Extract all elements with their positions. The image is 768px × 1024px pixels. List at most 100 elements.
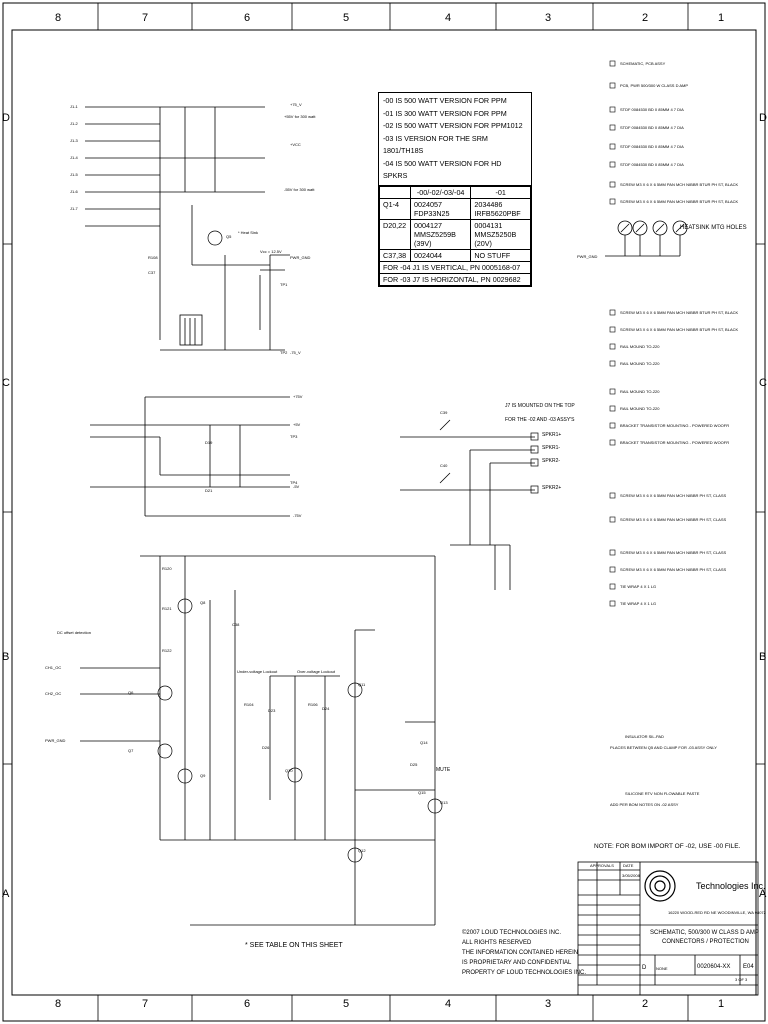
component-designator: R121 — [162, 606, 172, 611]
component-designator: Q10 — [285, 768, 293, 773]
bom-checkbox — [609, 60, 616, 67]
connector-pin-label: J1-5 — [70, 172, 78, 177]
component-designator: Q15 — [418, 790, 426, 795]
bom-checkbox — [609, 124, 616, 131]
component-designator: D21 — [205, 488, 213, 493]
bom-item: SCREW M3 X 6 X 6 5MM PAN MCH NIBBR PH ST… — [620, 517, 727, 522]
bom-item: RAIL MOUND TO-220 — [620, 361, 660, 366]
copyright-line: PROPERTY OF LOUD TECHNOLOGIES INC. — [462, 970, 587, 976]
zone-label: 6 — [244, 12, 251, 24]
component-designator: C37 — [148, 270, 156, 275]
zone-label: 2 — [642, 12, 649, 24]
connector-pin-label: J1-1 — [70, 104, 78, 109]
component-designator: Q13 — [440, 800, 448, 805]
bom-item: RAIL MOUND TO-220 — [620, 389, 660, 394]
zone-label: 4 — [445, 998, 452, 1010]
zone-label: 2 — [642, 998, 649, 1010]
bom-item: BRACKET TRANSISTOR MOUNTING - POWERED WO… — [620, 423, 730, 428]
component-designator: D24 — [322, 706, 330, 711]
bom-item: RAIL MOUND TO-220 — [620, 344, 660, 349]
see-table-note: * SEE TABLE ON THIS SHEET — [245, 942, 343, 949]
bom-item: TIE WRAP 4 X 1 LG — [620, 584, 657, 589]
bom-item: SCHEMATIC, PCB ASSY — [620, 61, 666, 66]
drawing-title-line: SCHEMATIC, 500/300 W CLASS D AMP — [650, 930, 759, 936]
zone-label: 8 — [55, 998, 62, 1010]
bom-checkbox — [609, 326, 616, 333]
bom-checkbox — [609, 360, 616, 367]
drawing-title-line: CONNECTORS / PROTECTION — [662, 939, 749, 945]
bom-checkbox — [609, 405, 616, 412]
zone-label: 4 — [445, 12, 452, 24]
bom-checkbox — [609, 309, 616, 316]
speaker-terminal-label: SPKR1- — [542, 445, 561, 451]
sheet-number: 3 OF 3 — [735, 977, 748, 982]
net-label: +75_V — [290, 102, 302, 107]
bom-checkbox — [609, 161, 616, 168]
net-label: +75V — [293, 394, 303, 399]
pwr-gnd-label: PWR_GND — [577, 254, 598, 259]
copyright-block: ©2007 LOUD TECHNOLOGIES INC. ALL RIGHTS … — [462, 928, 586, 978]
size-value: D — [642, 965, 647, 971]
vcc-label: Vcc = 12.5V — [260, 249, 282, 254]
bom-checkbox — [609, 492, 616, 499]
zone-label: 7 — [142, 12, 149, 24]
zone-label: 7 — [142, 998, 149, 1010]
bom-item: RAIL MOUND TO-220 — [620, 406, 660, 411]
bom-checkbox — [609, 181, 616, 188]
component-designator: Q9 — [200, 773, 206, 778]
connector-pin-label: J1-7 — [70, 206, 78, 211]
version-note: -02 IS 500 WATT VERSION FOR PPM1012 — [383, 121, 523, 130]
bom-checkbox — [609, 198, 616, 205]
bom-checkbox — [609, 106, 616, 113]
component-designator: D26 — [262, 745, 270, 750]
component-designator: D19 — [205, 440, 213, 445]
table-cell: 0024057 — [414, 199, 442, 209]
zone-label: B — [2, 651, 10, 663]
speaker-terminal-label: SPKR1+ — [542, 432, 562, 438]
zone-label: D — [2, 112, 10, 124]
bom-checkbox — [609, 422, 616, 429]
table-cell: MMSZ5250B (20V) — [474, 229, 517, 248]
date-label: DATE — [623, 863, 634, 868]
mute-label: MUTE — [436, 767, 451, 773]
bom-checkbox — [609, 388, 616, 395]
component-designator: D25 — [410, 762, 418, 767]
component-designator: Q5 — [226, 234, 232, 239]
net-label: PWR_GND — [290, 255, 311, 260]
table-cell: FDP33N25 — [414, 208, 450, 218]
table-header-cell: -01 — [470, 185, 531, 199]
bom-item: SCREW M3 X 6 X 6 5MM PAN MCH NIBBR BTUR … — [620, 182, 739, 187]
places-between-note: PLACES BETWEEN Q5 AND CLAMP FOR -03 ASSY… — [610, 745, 717, 750]
bom-checkbox — [609, 583, 616, 590]
connector-pin-label: J1-2 — [70, 121, 78, 126]
bom-checkbox — [609, 566, 616, 573]
version-note: -04 IS 500 WATT VERSION FOR HD SPKRS — [383, 158, 502, 181]
input-net-label: PWR_GND — [45, 738, 66, 743]
zone-label: 3 — [545, 998, 552, 1010]
scale-value: NONE — [656, 966, 668, 971]
connector-pin-label: J1-3 — [70, 138, 78, 143]
j7-note-line2: FOR THE -02 AND -03 ASSY'S — [505, 417, 575, 423]
inner-border — [11, 29, 757, 996]
input-net-label: CH1_OC — [45, 665, 62, 670]
zone-label: 5 — [343, 12, 350, 24]
over-voltage-label: Over-voltage Lockout — [297, 669, 336, 674]
component-designator: Q7 — [128, 748, 134, 753]
bom-checkbox — [609, 516, 616, 523]
net-label: -75_V — [290, 350, 301, 355]
zone-label: C — [2, 377, 10, 389]
component-designator: Q12 — [358, 848, 366, 853]
table-footer: FOR -04 J1 IS VERTICAL, PN 0005168-07 — [379, 260, 531, 274]
table-cell: 0024044 — [409, 248, 472, 262]
dc-offset-label: DC offset detection — [57, 630, 91, 635]
component-designator: R104 — [244, 702, 254, 707]
table-ref: Q1-4 — [379, 197, 411, 220]
bom-checkbox — [609, 82, 616, 89]
bom-item: SCREW M3 X 6 X 6 5MM PAN MCH NIBBR PH ST… — [620, 550, 727, 555]
zone-label: 1 — [718, 998, 725, 1010]
table-ref: C37,38 — [379, 248, 411, 262]
bom-item: STDF 0084530 BD 0 85MM 4 7 DIA — [620, 144, 684, 149]
heat-sink-note: * Heat Sink — [238, 230, 259, 235]
zone-label: A — [759, 888, 767, 900]
dwg-number: 0020604-XX — [697, 964, 731, 970]
